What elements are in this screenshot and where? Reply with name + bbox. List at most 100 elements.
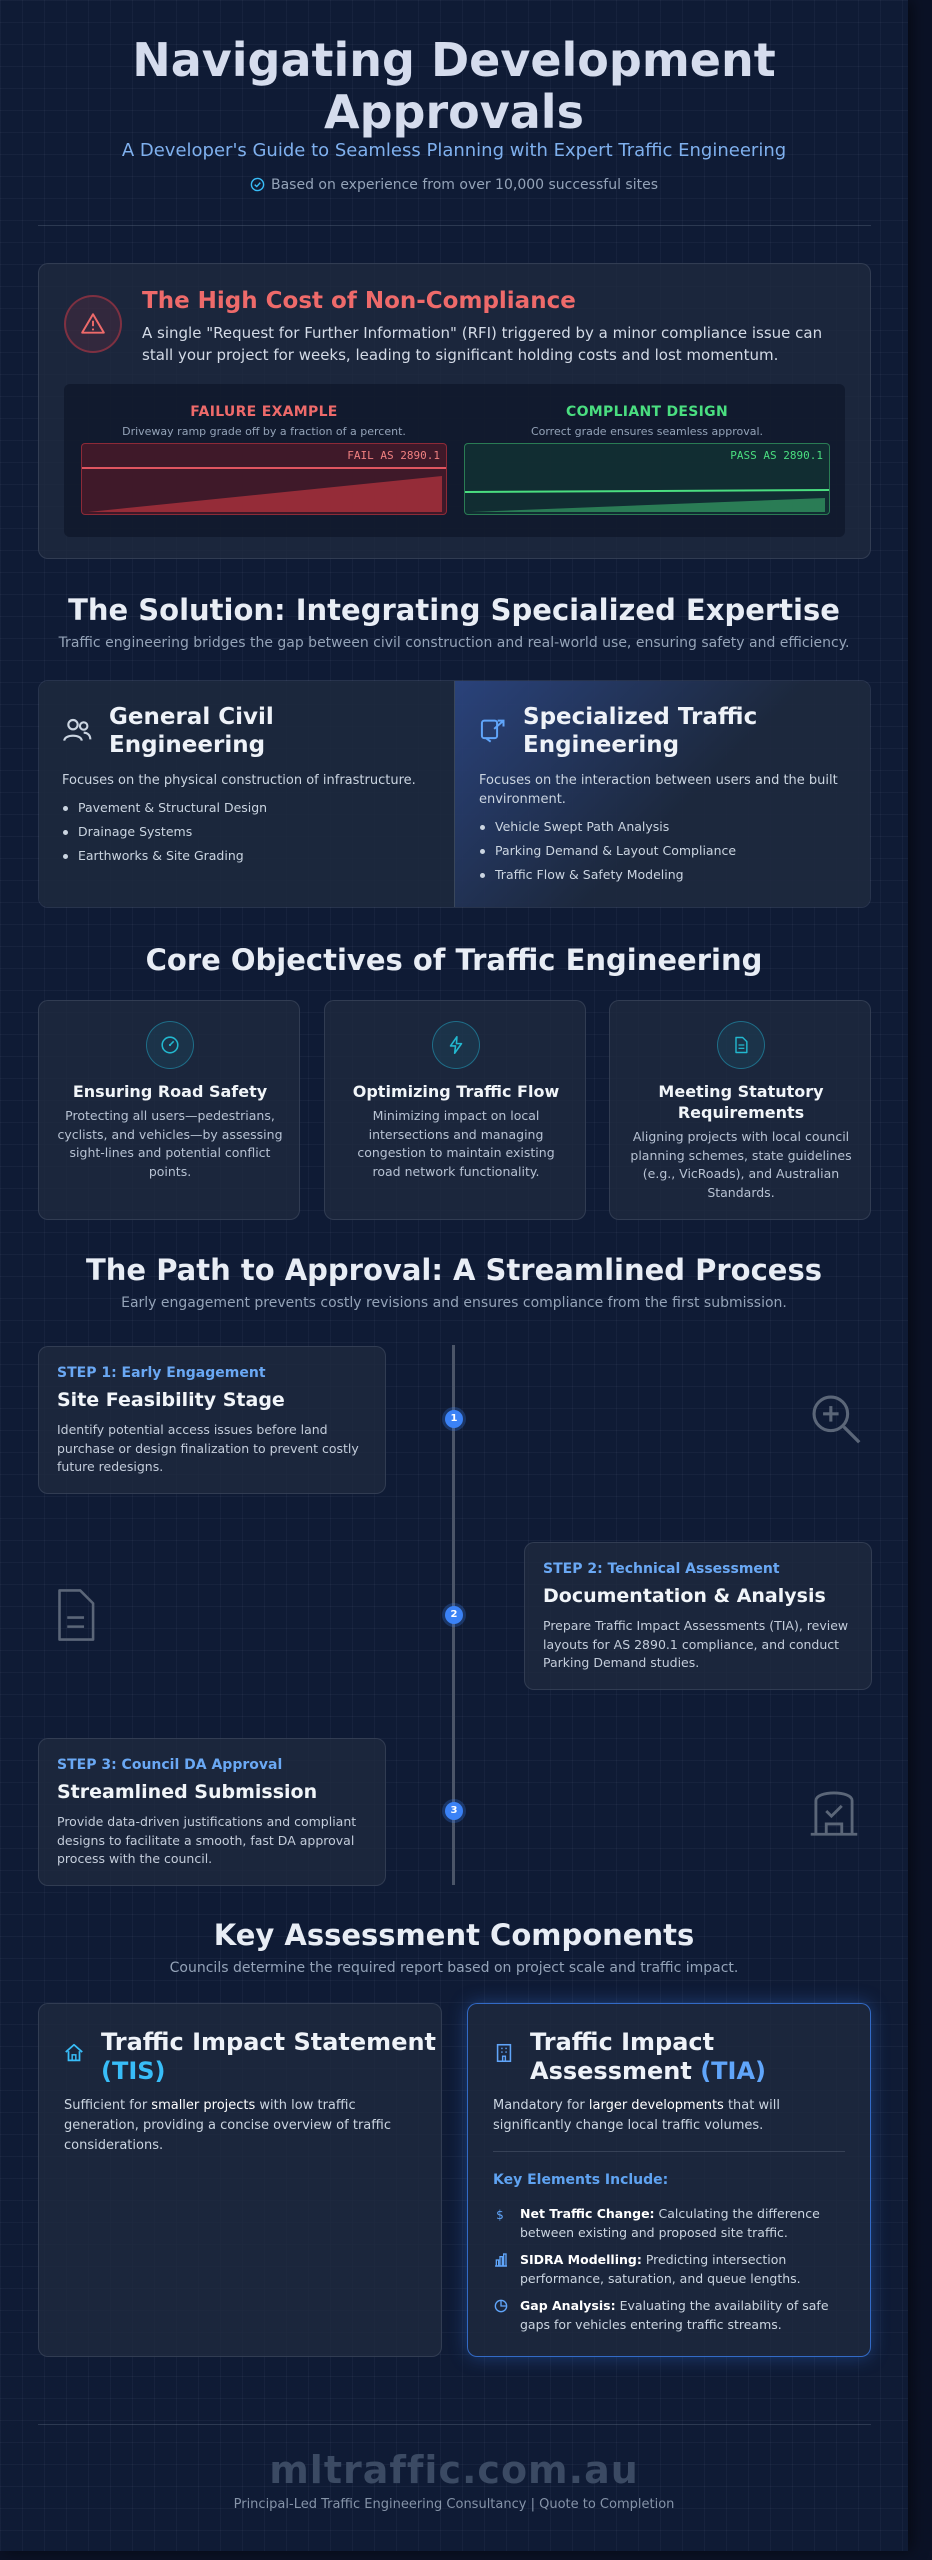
non-compliance-title: The High Cost of Non-Compliance	[142, 288, 576, 314]
objective-title-line2: Requirements	[677, 1103, 805, 1122]
expertise-comparison: General Civil Engineering Focuses on the…	[38, 680, 871, 908]
key-element-row: SIDRA Modelling: Predicting intersection…	[493, 2250, 853, 2290]
key-element-label: Gap Analysis:	[520, 2298, 616, 2313]
compliant-heading: COMPLIANT DESIGN	[566, 404, 728, 420]
failure-ramp: FAIL AS 2890.1	[81, 443, 447, 515]
speedometer-icon	[146, 1021, 194, 1069]
traffic-list: Vehicle Swept Path Analysis Parking Dema…	[479, 819, 736, 891]
list-item: Parking Demand & Layout Compliance	[479, 843, 736, 867]
list-item: Vehicle Swept Path Analysis	[479, 819, 736, 843]
tis-text-part: Sufficient for	[64, 2098, 152, 2113]
lightning-icon	[432, 1021, 480, 1069]
compliant-caption: Correct grade ensures seamless approval.	[530, 425, 764, 438]
step-kicker: STEP 1: Early Engagement	[57, 1365, 266, 1381]
svg-text:$: $	[496, 2208, 504, 2222]
tia-title: Traffic Impact Assessment (TIA)	[530, 2028, 766, 2086]
solution-title: The Solution: Integrating Specialized Ex…	[68, 593, 840, 627]
assessment-title: Key Assessment Components	[213, 1918, 695, 1952]
magnifier-plus-icon	[812, 1395, 861, 1444]
traffic-engineering-panel: Specialized Traffic Engineering Focuses …	[454, 681, 870, 907]
objectives-title: Core Objectives of Traffic Engineering	[145, 943, 763, 977]
objective-title-line1: Meeting Statutory	[658, 1082, 824, 1101]
step-kicker: STEP 2: Technical Assessment	[543, 1561, 780, 1577]
tia-title-accent: (TIA)	[700, 2057, 767, 2085]
objective-title: Optimizing Traffic Flow	[352, 1082, 560, 1101]
infographic-page: Navigating Development Approvals A Devel…	[0, 0, 908, 2551]
step-title: Documentation & Analysis	[543, 1585, 826, 1607]
warning-icon	[64, 295, 122, 353]
civil-title: General Civil Engineering	[109, 703, 274, 759]
key-element-text: Net Traffic Change: Calculating the diff…	[520, 2204, 850, 2242]
footer-divider	[38, 2424, 871, 2425]
civil-engineering-panel: General Civil Engineering Focuses on the…	[39, 681, 454, 907]
traffic-description: Focuses on the interaction between users…	[479, 773, 838, 807]
objective-title: Ensuring Road Safety	[72, 1082, 268, 1101]
dollar-icon: $	[496, 2208, 504, 2222]
objective-text: Minimizing impact on local intersections…	[357, 1108, 555, 1179]
tis-text-highlight: smaller projects	[151, 2098, 256, 2113]
route-icon	[480, 719, 505, 743]
tia-text-part: that will significantly change local tra…	[493, 2098, 780, 2133]
compare-panel: FAILURE EXAMPLE Driveway ramp grade off …	[64, 384, 845, 537]
people-icon	[63, 718, 92, 741]
compliant-ramp: PASS AS 2890.1	[464, 443, 830, 515]
key-element-desc: Evaluating the availability of safe gaps…	[520, 2298, 829, 2332]
check-circle-icon	[250, 177, 265, 192]
list-item: Pavement & Structural Design	[62, 800, 267, 824]
civil-title-line2: Engineering	[109, 732, 266, 758]
tis-description: Sufficient for smaller projects with low…	[64, 2096, 424, 2156]
footer-brand: mltraffic.com.au	[269, 2448, 639, 2492]
home-icon	[65, 2043, 83, 2062]
civil-description: Focuses on the physical construction of …	[62, 773, 416, 788]
failure-caption: Driveway ramp grade off by a fraction of…	[122, 425, 406, 438]
key-element-row: $ Net Traffic Change: Calculating the di…	[493, 2204, 853, 2244]
objective-card-flow: Optimizing Traffic Flow Minimizing impac…	[324, 1000, 586, 1220]
document-icon	[717, 1021, 765, 1069]
list-item: Drainage Systems	[62, 824, 267, 848]
key-element-text: Gap Analysis: Evaluating the availabilit…	[520, 2296, 850, 2334]
objective-title: Meeting Statutory Requirements	[620, 1081, 862, 1123]
compliant-badge: PASS AS 2890.1	[730, 449, 823, 462]
tis-card: Traffic Impact Statement (TIS) Sufficien…	[38, 2003, 442, 2357]
page-title-line2: Approvals	[324, 85, 584, 139]
list-item: Traffic Flow & Safety Modeling	[479, 867, 736, 891]
civil-list: Pavement & Structural Design Drainage Sy…	[62, 800, 267, 872]
traffic-title: Specialized Traffic Engineering	[523, 703, 757, 759]
step-marker: 2	[445, 1606, 463, 1624]
step-title: Site Feasibility Stage	[57, 1389, 285, 1411]
experience-note-text: Based on experience from over 10,000 suc…	[271, 177, 658, 193]
key-element-text: SIDRA Modelling: Predicting intersection…	[520, 2250, 850, 2288]
badge-approval-icon	[810, 1791, 858, 1836]
bar-chart-icon	[495, 2253, 507, 2267]
step-kicker: STEP 3: Council DA Approval	[57, 1757, 283, 1773]
process-title: The Path to Approval: A Streamlined Proc…	[86, 1253, 822, 1287]
tis-text-part: with low traffic generation, providing a…	[64, 2098, 391, 2153]
step-card-2: STEP 2: Technical Assessment Documentati…	[524, 1542, 872, 1690]
page-subtitle: A Developer's Guide to Seamless Planning…	[121, 140, 787, 161]
building-icon	[496, 2043, 512, 2063]
objective-card-statutory: Meeting Statutory Requirements Aligning …	[609, 1000, 871, 1220]
experience-note: Based on experience from over 10,000 suc…	[0, 177, 908, 193]
key-element-desc: Calculating the difference between exist…	[520, 2206, 820, 2240]
pie-chart-icon	[494, 2299, 508, 2313]
failure-heading: FAILURE EXAMPLE	[190, 404, 338, 420]
page-title-line1: Navigating Development	[132, 33, 776, 87]
tia-text-highlight: larger developments	[588, 2098, 724, 2113]
key-element-label: SIDRA Modelling:	[520, 2252, 642, 2267]
objective-text: Protecting all users—pedestrians, cyclis…	[57, 1108, 283, 1179]
key-element-row: Gap Analysis: Evaluating the availabilit…	[493, 2296, 853, 2336]
page-title: Navigating Development Approvals	[0, 34, 908, 138]
objective-text: Aligning projects with local council pla…	[630, 1129, 852, 1200]
tis-title-main: Traffic Impact Statement	[101, 2028, 437, 2056]
non-compliance-card: The High Cost of Non-Compliance A single…	[38, 263, 871, 559]
file-icon	[58, 1589, 95, 1641]
divider	[493, 2151, 845, 2152]
non-compliance-text: A single "Request for Further Informatio…	[142, 324, 823, 364]
list-item: Earthworks & Site Grading	[62, 848, 267, 872]
step-text: Prepare Traffic Impact Assessments (TIA)…	[543, 1618, 849, 1670]
step-text: Provide data-driven justifications and c…	[57, 1814, 357, 1866]
tia-text-part: Mandatory for	[493, 2098, 589, 2113]
key-element-desc: Predicting intersection performance, sat…	[520, 2252, 801, 2286]
step-card-3: STEP 3: Council DA Approval Streamlined …	[38, 1738, 386, 1886]
civil-title-line1: General Civil	[109, 704, 274, 730]
